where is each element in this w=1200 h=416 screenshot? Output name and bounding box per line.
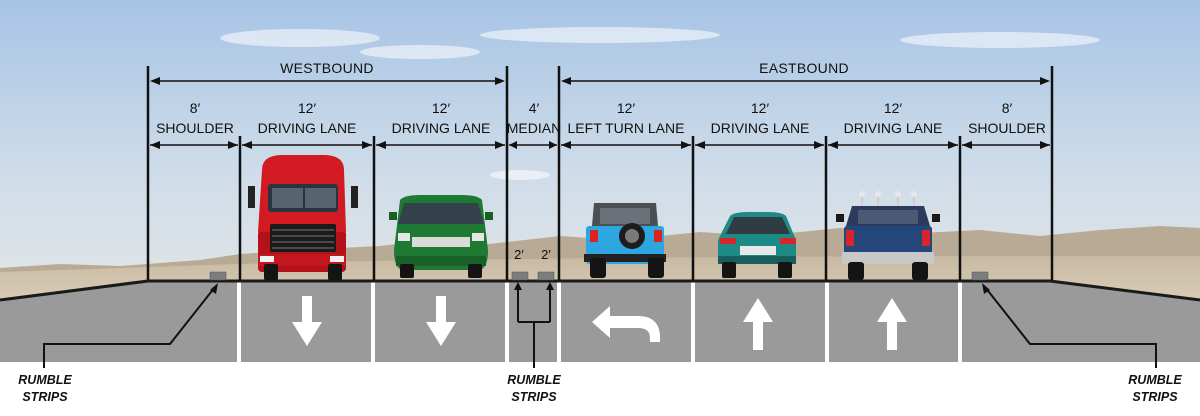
rumble-right-line2: STRIPS	[1132, 390, 1178, 404]
rumble-center-line1: RUMBLE	[507, 373, 561, 387]
rumble-strips-right-label: RUMBLE STRIPS	[1120, 372, 1190, 406]
rumble-strip-median-b	[537, 271, 555, 281]
lane-dimension-lines	[150, 141, 1050, 149]
rumble-leader-lines	[43, 282, 1157, 368]
red-semi-truck	[248, 155, 358, 280]
teal-sedan	[718, 212, 796, 278]
rumble-left-line1: RUMBLE	[18, 373, 72, 387]
lane-stripes	[237, 280, 962, 362]
lane-width-driving-east-1: 12′	[750, 100, 770, 116]
rumble-strips-left-label: RUMBLE STRIPS	[10, 372, 80, 406]
rumble-strip-blocks	[209, 271, 989, 281]
green-van	[389, 195, 493, 278]
westbound-label: WESTBOUND	[280, 60, 374, 76]
lane-width-shoulder-west: 8′	[189, 100, 201, 116]
lane-label-driving-east-1: DRIVING LANE	[710, 120, 810, 136]
arrow-up-icon	[743, 298, 773, 350]
lane-width-shoulder-east: 8′	[1001, 100, 1013, 116]
lane-width-left-turn: 12′	[616, 100, 636, 116]
rumble-right-line1: RUMBLE	[1128, 373, 1182, 387]
lane-label-driving-west-2: DRIVING LANE	[391, 120, 491, 136]
navy-pickup	[836, 191, 940, 280]
rumble-strips-center-label: RUMBLE STRIPS	[499, 372, 569, 406]
lane-label-shoulder-east: SHOULDER	[968, 120, 1046, 136]
turn-left-arrow-icon	[592, 306, 660, 342]
lane-width-driving-east-2: 12′	[883, 100, 903, 116]
rumble-center-line2: STRIPS	[511, 390, 557, 404]
arrow-up-icon	[877, 298, 907, 350]
lane-width-driving-west-2: 12′	[431, 100, 451, 116]
rumble-strip-right	[971, 271, 989, 281]
median-part-a: 2′	[514, 247, 524, 262]
rumble-left-line2: STRIPS	[22, 390, 68, 404]
lane-label-shoulder-west: SHOULDER	[156, 120, 234, 136]
rumble-strip-left	[209, 271, 227, 281]
lane-label-left-turn: LEFT TURN LANE	[567, 120, 685, 136]
dimension-verticals	[146, 66, 1054, 280]
lane-label-driving-west-1: DRIVING LANE	[257, 120, 357, 136]
arrow-down-icon	[292, 296, 322, 346]
lane-width-median: 4′	[528, 100, 540, 116]
arrow-down-icon	[426, 296, 456, 346]
clouds	[220, 27, 1100, 180]
direction-dimension-lines	[150, 77, 1050, 85]
median-part-b: 2′	[541, 247, 551, 262]
lane-label-driving-east-2: DRIVING LANE	[843, 120, 943, 136]
eastbound-label: EASTBOUND	[759, 60, 849, 76]
blue-jeep	[584, 203, 666, 278]
lane-label-median: MEDIAN	[506, 120, 562, 136]
rumble-strip-median-a	[511, 271, 529, 281]
lane-width-driving-west-1: 12′	[297, 100, 317, 116]
